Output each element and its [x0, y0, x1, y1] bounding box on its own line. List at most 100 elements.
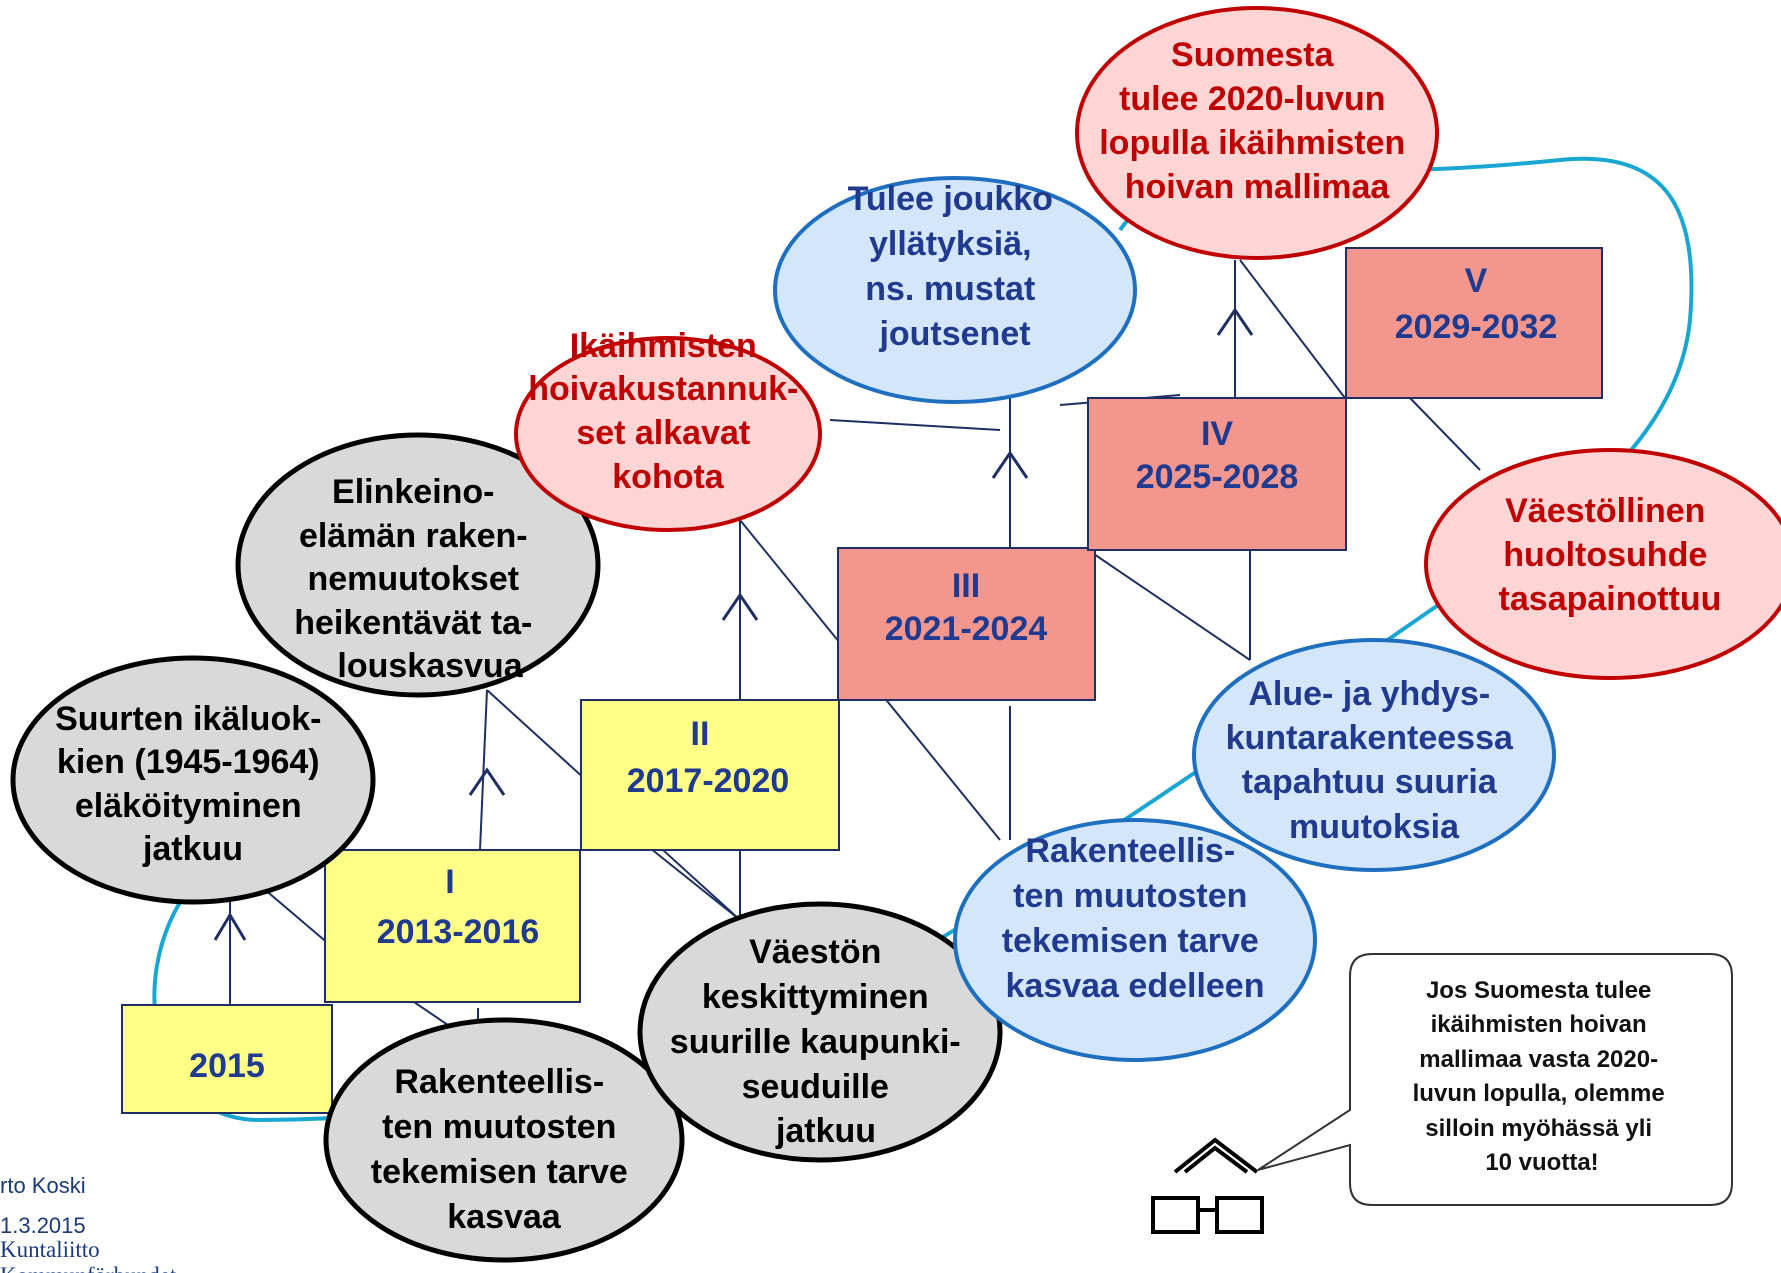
grey-node-g4: Väestön keskittyminen suurille kaupunki-…	[637, 901, 1003, 1163]
node-line: tekemisen tarve	[1002, 922, 1259, 960]
svg-text:Elinkeino- elämän raken-: Elinkeino- elämän raken- nemuutokset hei…	[294, 473, 542, 685]
red-node-r1: Ikäihmisten hoivakustannuk- set alkavat …	[514, 327, 822, 532]
connector-lines	[229, 259, 1481, 1050]
chevron-up-icon	[991, 450, 1029, 479]
node-line: tulee 2020-luvun	[1119, 80, 1385, 118]
period-box-roman: III	[952, 567, 980, 605]
period-box-III: III 2021-2024	[837, 547, 1096, 701]
callout-line: silloin myöhässä yli	[1425, 1115, 1652, 1142]
period-box-years: 2029-2032	[1395, 308, 1558, 346]
red-node-r3: Väestöllinen huoltosuhde tasapainottuu	[1424, 448, 1781, 680]
footer-org: Kuntaliitto	[0, 1237, 100, 1262]
node-line: joutsenet	[878, 315, 1030, 353]
node-line: Ikäihmisten	[570, 327, 757, 365]
chevron-up-icon	[721, 592, 759, 621]
node-line: heikentävät ta-	[294, 604, 532, 642]
node-line: louskasvua	[337, 647, 523, 685]
period-box-years: 2017-2020	[627, 762, 790, 800]
node-line: kohota	[612, 458, 725, 496]
node-line: Rakenteellis-	[1025, 832, 1235, 870]
blue-node-b3: Rakenteellis- ten muutosten tekemisen ta…	[953, 818, 1317, 1062]
period-box-I: I 2013-2016	[324, 849, 581, 1003]
node-line: hoivan mallimaa	[1125, 168, 1391, 206]
red-node-r2: Suomesta tulee 2020-luvun lopulla ikäihm…	[1075, 6, 1439, 260]
node-line: kasvaa edelleen	[1006, 967, 1265, 1005]
period-box-II: II 2017-2020	[580, 699, 840, 851]
chevron-up-icon	[213, 912, 247, 941]
node-line: tapahtuu suuria	[1242, 763, 1498, 801]
node-line: ten muutosten	[382, 1108, 616, 1146]
footer-author: rto Koski	[0, 1173, 86, 1198]
node-line: tasapainottuu	[1499, 580, 1722, 618]
node-line: Elinkeino-	[332, 473, 494, 511]
node-line: lopulla ikäihmisten	[1099, 124, 1405, 162]
node-line: kien (1945-1964)	[57, 743, 320, 781]
node-line: Väestön	[749, 933, 881, 971]
callout-line: ikäihmisten hoivan	[1431, 1011, 1647, 1038]
node-line: yllätyksiä,	[869, 225, 1032, 263]
node-line: keskittyminen	[702, 978, 929, 1016]
period-box-years: 2021-2024	[885, 610, 1048, 648]
footer-org-secondary: Kommunförbundet	[0, 1263, 177, 1273]
period-boxes: 2015 I 2013-2016 II 2017-2020 III 2021-2…	[121, 247, 1603, 1114]
up-arrows	[213, 307, 1254, 941]
footer: rto Koski 1.3.2015 Kuntaliitto Kommunför…	[0, 1173, 177, 1273]
period-box-V: V 2029-2032	[1345, 247, 1603, 399]
svg-text:Rakenteellis- ten muutos: Rakenteellis- ten muutosten tekemisen ta…	[1002, 832, 1269, 1005]
period-box-roman: I	[445, 863, 454, 901]
svg-text:Tulee joukko yllätyksiä,: Tulee joukko yllätyksiä, ns. mustat jout…	[848, 180, 1063, 353]
node-line: huoltosuhde	[1503, 536, 1707, 574]
callout-line: mallimaa vasta 2020-	[1419, 1046, 1658, 1073]
node-line: jatkuu	[775, 1112, 876, 1150]
chevron-up-icon	[468, 767, 506, 796]
node-line: Suurten ikäluok-	[55, 700, 321, 738]
glasses-icon	[1151, 1137, 1264, 1234]
speech-callout: Jos Suomesta tulee ikäihmisten hoivan ma…	[1257, 953, 1733, 1206]
grey-node-g1: Suurten ikäluok- kien (1945-1964) eläköi…	[10, 655, 376, 905]
node-line: ten muutosten	[1013, 877, 1247, 915]
node-line: elämän raken-	[299, 517, 528, 555]
node-line: jatkuu	[142, 830, 243, 868]
period-box-roman: II	[691, 715, 710, 753]
svg-text:Väestöllinen huoltosuhde: Väestöllinen huoltosuhde tasapainottuu	[1499, 492, 1722, 618]
node-line: suurille kaupunki-	[670, 1023, 961, 1061]
node-line: Rakenteellis-	[394, 1063, 604, 1101]
period-box-roman: V	[1465, 262, 1488, 300]
svg-text:Rakenteellis- ten muutos: Rakenteellis- ten muutosten tekemisen ta…	[371, 1063, 638, 1236]
footer-date: 1.3.2015	[0, 1213, 86, 1238]
node-line: nemuutokset	[307, 560, 519, 598]
period-box-roman: IV	[1201, 415, 1233, 453]
node-line: Väestöllinen	[1505, 492, 1705, 530]
node-line: eläköityminen	[75, 787, 302, 825]
node-line: tekemisen tarve	[371, 1153, 628, 1191]
node-line: ns. mustat	[865, 270, 1035, 308]
svg-text:Jos Suomesta tulee ikäih: Jos Suomesta tulee ikäihmisten hoivan ma…	[1413, 977, 1672, 1176]
blue-node-b1: Tulee joukko yllätyksiä, ns. mustat jout…	[773, 176, 1137, 404]
blue-node-b2: Alue- ja yhdys- kuntarakenteessa tapahtu…	[1192, 638, 1556, 872]
node-line: set alkavat	[576, 414, 750, 452]
svg-text:Suurten ikäluok- kien (: Suurten ikäluok- kien (1945-1964) eläköi…	[55, 700, 331, 868]
svg-text:Alue- ja yhdys- kuntarak: Alue- ja yhdys- kuntarakenteessa tapahtu…	[1226, 675, 1523, 846]
node-line: Alue- ja yhdys-	[1248, 675, 1490, 713]
node-line: Tulee joukko	[848, 180, 1053, 218]
period-box-2015: 2015	[121, 1004, 333, 1114]
period-box-IV: IV 2025-2028	[1087, 397, 1347, 551]
node-line: hoivakustannuk-	[528, 370, 798, 408]
period-box-years: 2025-2028	[1136, 458, 1299, 496]
callout-line: luvun lopulla, olemme	[1413, 1080, 1665, 1107]
svg-text:Väestön keskittyminen: Väestön keskittyminen suurille kaupunki-…	[670, 933, 970, 1150]
node-line: kasvaa	[447, 1198, 562, 1236]
period-box-years: 2015	[189, 1047, 265, 1085]
node-line: seuduille	[742, 1068, 889, 1106]
grey-node-g3: Rakenteellis- ten muutosten tekemisen ta…	[323, 1017, 685, 1263]
svg-text:Ikäihmisten hoivakustann: Ikäihmisten hoivakustannuk- set alkavat …	[528, 327, 808, 496]
grey-node-g2: Elinkeino- elämän raken- nemuutokset hei…	[235, 432, 601, 698]
svg-text:Suomesta tulee 2020-luvu: Suomesta tulee 2020-luvun lopulla ikäihm…	[1099, 36, 1415, 206]
node-line: kuntarakenteessa	[1226, 719, 1514, 757]
period-box-years: 2013-2016	[377, 913, 540, 951]
callout-line: 10 vuotta!	[1485, 1149, 1598, 1176]
callout-line: Jos Suomesta tulee	[1426, 977, 1651, 1004]
node-line: muutoksia	[1289, 808, 1460, 846]
chevron-up-icon	[1216, 307, 1254, 336]
